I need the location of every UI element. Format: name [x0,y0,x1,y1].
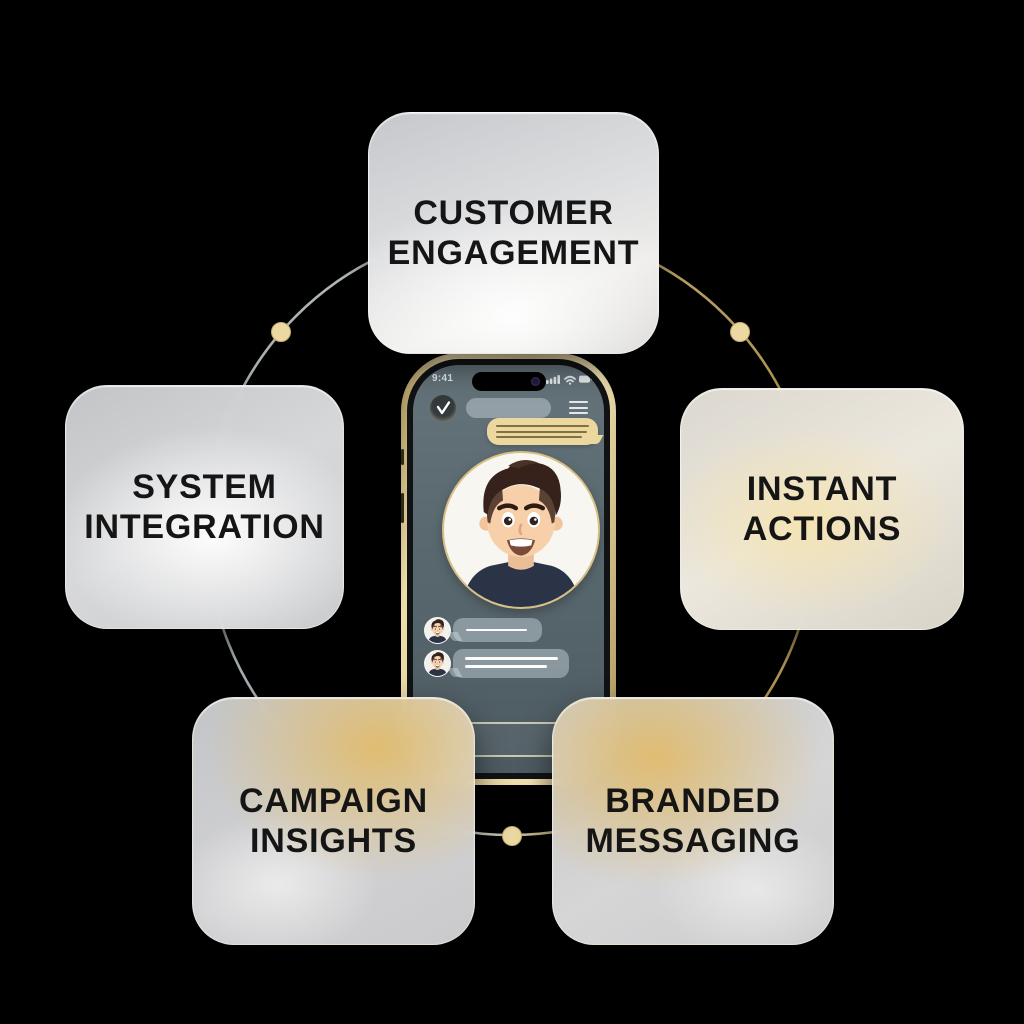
message-text-line [466,628,527,631]
memoji-avatar-small [424,650,451,677]
ring-node-dot-bottom [502,826,522,846]
dynamic-island [471,372,546,391]
hamburger-menu-icon [569,400,588,416]
chat-header [423,395,594,423]
card-label: CAMPAIGN INSIGHTS [239,781,428,860]
ring-node-dot-right [730,322,750,342]
ring-node-dot-left [271,322,291,342]
wifi-icon [564,375,576,385]
status-bar: 9:41 [413,369,604,391]
card-label: INSTANT ACTIONS [742,469,902,548]
card-label: CUSTOMER ENGAGEMENT [387,193,640,272]
card-customer-engagement: CUSTOMER ENGAGEMENT [368,112,659,354]
phone-volume-button [401,449,404,465]
card-branded-messaging: BRANDED MESSAGING [552,697,834,945]
v-check-logo-icon [430,395,456,421]
card-campaign-insights: CAMPAIGN INSIGHTS [192,697,475,945]
card-label: SYSTEM INTEGRATION [84,467,325,546]
status-icons [546,375,592,385]
camera-icon [530,377,540,386]
contact-name-placeholder [466,398,551,418]
status-time: 9:41 [432,373,454,384]
memoji-avatar-small [424,617,451,644]
message-text-line [465,665,547,668]
battery-icon [579,375,592,383]
sent-message-bubble [487,418,598,445]
card-system-integration: SYSTEM INTEGRATION [65,385,344,629]
signal-icon [546,375,560,384]
card-label: BRANDED MESSAGING [585,781,801,860]
received-message-bubble [453,649,569,678]
phone-volume-button [401,493,404,523]
card-instant-actions: INSTANT ACTIONS [680,388,964,630]
received-message-bubble [453,618,542,642]
memoji-avatar-large [442,451,600,609]
sent-message-text-lines [496,424,589,439]
phone-screen: 9:41 [413,365,604,773]
message-text-line [465,657,558,660]
